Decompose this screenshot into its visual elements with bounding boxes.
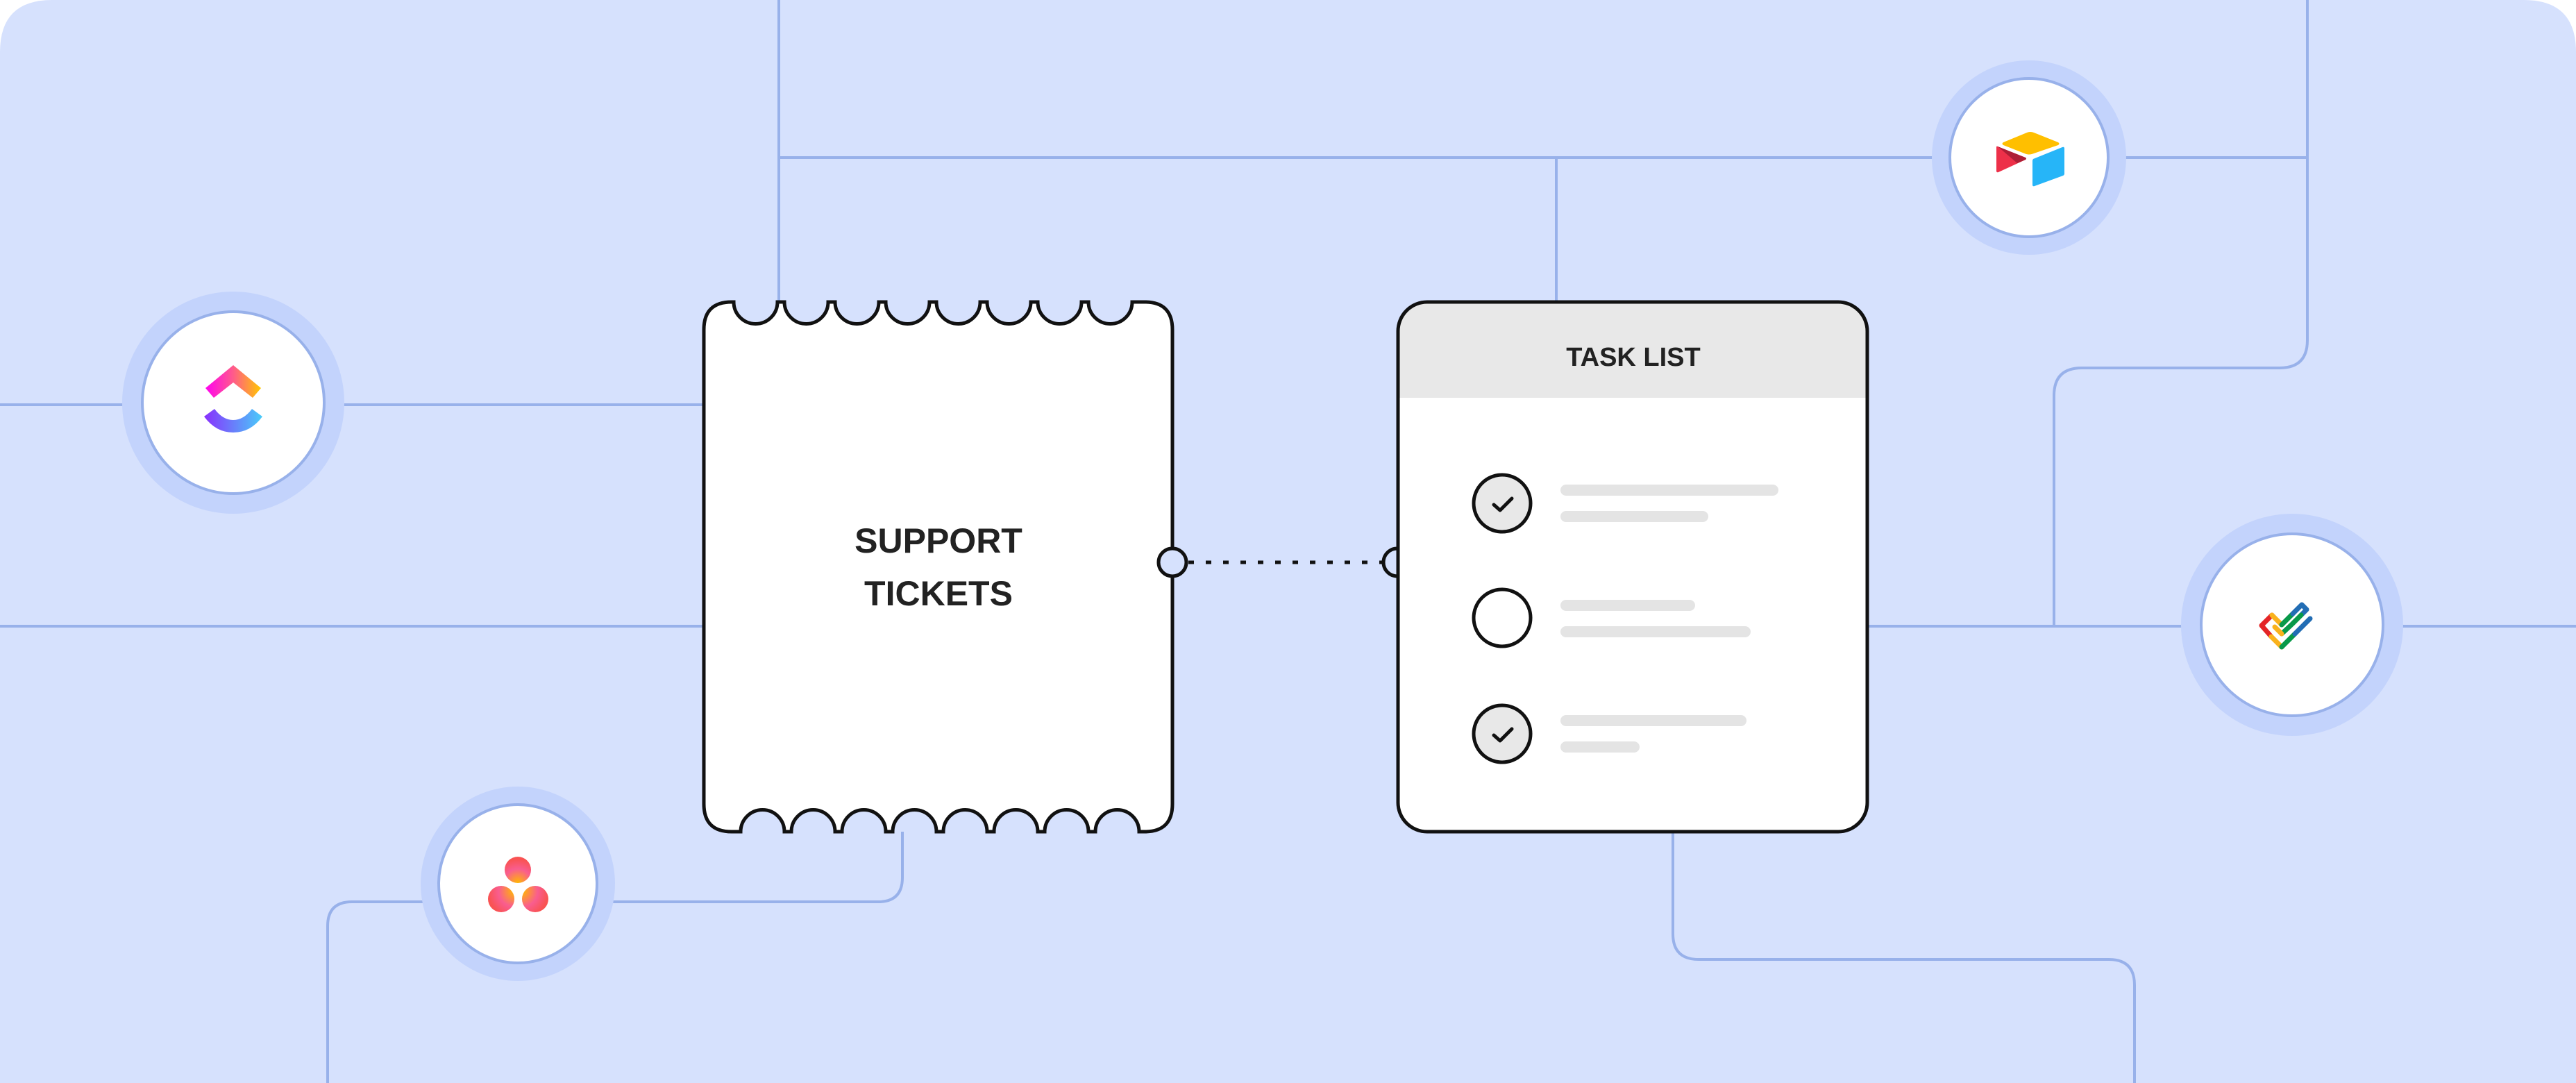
task-item[interactable]: [1472, 703, 1746, 764]
task-card-body: [1398, 302, 1867, 832]
airtable-logo-icon: [1996, 132, 2064, 187]
asana-logo-icon: [488, 857, 548, 912]
ticket-title-line2: TICKETS: [864, 574, 1013, 613]
ticket-title-line1: SUPPORT: [855, 521, 1022, 560]
check-icon: [1492, 727, 1514, 743]
placeholder-bar: [1560, 741, 1640, 753]
asana-badge: [437, 803, 598, 964]
ticket-port[interactable]: [1156, 546, 1188, 578]
placeholder-bar: [1560, 600, 1695, 611]
task-card-header: [1398, 302, 1867, 398]
airtable-badge: [1948, 77, 2110, 238]
check-icon: [1492, 496, 1514, 512]
zoho-check-logo-icon: [2259, 602, 2313, 650]
line-task-bottom-route: [1672, 832, 2136, 1083]
task-checkbox-unchecked[interactable]: [1472, 587, 1533, 648]
placeholder-bar: [1560, 511, 1708, 522]
asana-node[interactable]: [421, 787, 615, 981]
clickup-badge: [141, 310, 326, 495]
task-checkbox-checked[interactable]: [1472, 473, 1533, 534]
airtable-node[interactable]: [1932, 60, 2126, 255]
clickup-logo-icon: [204, 365, 262, 433]
line-right-route: [2053, 0, 2309, 626]
placeholder-bar: [1560, 626, 1751, 637]
clickup-node[interactable]: [122, 292, 344, 514]
support-tickets-card[interactable]: SUPPORT TICKETS: [702, 300, 1175, 834]
task-list-title: TASK LIST: [1566, 343, 1701, 372]
placeholder-bar: [1560, 715, 1746, 726]
task-checkbox-checked[interactable]: [1472, 703, 1533, 764]
task-card-border: [1396, 300, 1869, 834]
task-list-card[interactable]: TASK LIST: [1396, 300, 1869, 834]
placeholder-bar: [1560, 485, 1778, 496]
task-item[interactable]: [1472, 587, 1751, 648]
ticket-outline: [702, 300, 1175, 834]
task-item[interactable]: [1472, 473, 1778, 534]
line-ticket-to-asana: [326, 832, 904, 1083]
zoho-node[interactable]: [2181, 514, 2403, 736]
